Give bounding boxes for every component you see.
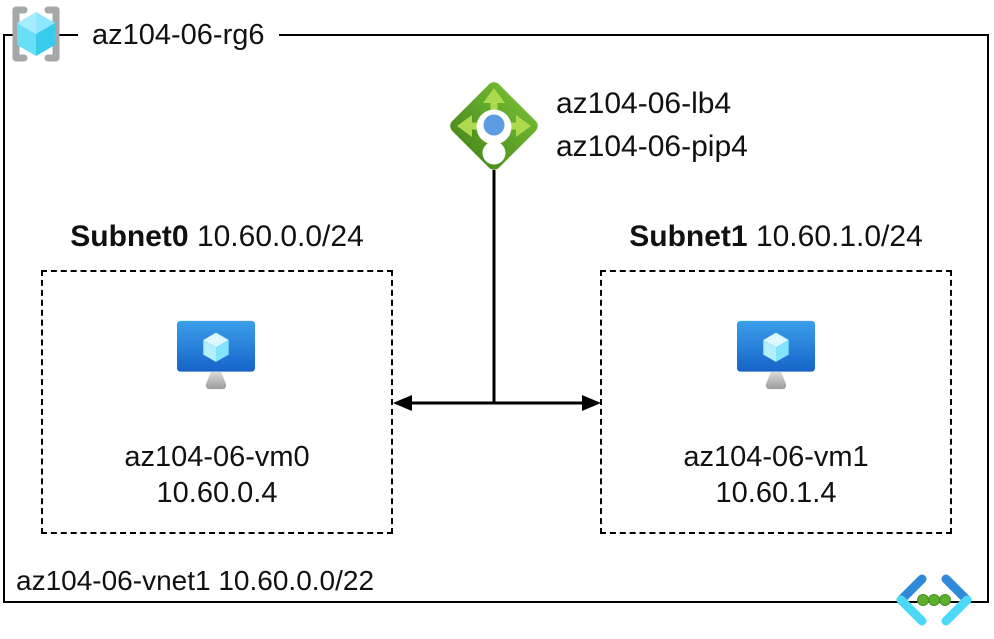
vm1-ip: 10.60.1.4 xyxy=(715,477,837,509)
vnet-cidr: 10.60.0.0/22 xyxy=(218,565,375,596)
subnet1-box xyxy=(600,270,952,534)
vm0-ip: 10.60.0.4 xyxy=(156,477,278,509)
vm0-label: az104-06-vm0 10.60.0.4 xyxy=(41,439,393,511)
resource-group-label: az104-06-rg6 xyxy=(78,15,279,55)
virtual-machine-icon xyxy=(737,320,815,390)
vm1-label: az104-06-vm1 10.60.1.4 xyxy=(600,439,952,511)
public-ip-name: az104-06-pip4 xyxy=(556,130,748,163)
vnet-label: az104-06-vnet1 10.60.0.0/22 xyxy=(16,564,374,598)
subnet1-name: Subnet1 xyxy=(629,220,748,253)
vm0-name: az104-06-vm0 xyxy=(124,441,310,473)
subnet1-title: Subnet1 10.60.1.0/24 xyxy=(600,219,952,255)
subnet0-cidr: 10.60.0.0/24 xyxy=(196,220,364,253)
subnet0-box xyxy=(41,270,393,534)
virtual-machine-icon xyxy=(177,320,255,390)
vm1-name: az104-06-vm1 xyxy=(683,441,869,473)
virtual-network-icon xyxy=(896,574,972,626)
subnet0-name: Subnet0 xyxy=(70,220,189,253)
load-balancer-icon xyxy=(450,82,538,170)
load-balancer-name: az104-06-lb4 xyxy=(556,87,732,120)
resource-group-icon xyxy=(12,6,60,62)
vnet-name: az104-06-vnet1 xyxy=(16,565,211,596)
load-balancer-labels: az104-06-lb4 az104-06-pip4 xyxy=(556,82,748,168)
resource-group-box xyxy=(3,34,989,603)
subnet0-title: Subnet0 10.60.0.0/24 xyxy=(41,219,393,255)
subnet1-cidr: 10.60.1.0/24 xyxy=(755,220,923,253)
